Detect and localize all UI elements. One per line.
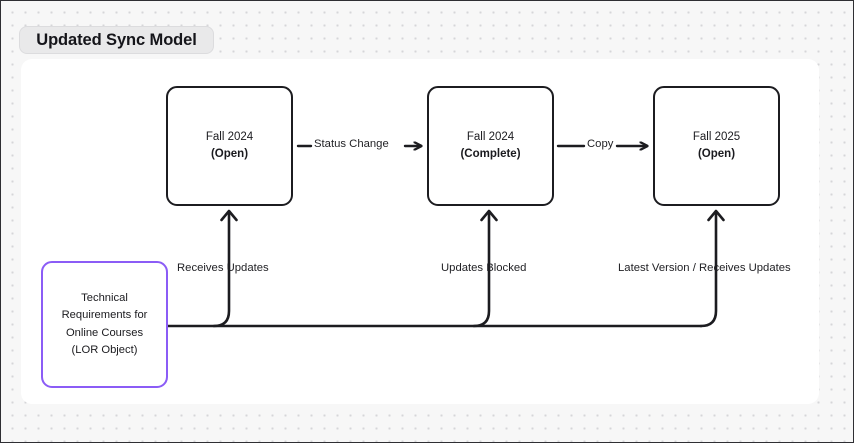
edge-label-updates-blocked: Updates Blocked [441, 262, 527, 274]
edge-label-copy: Copy [587, 138, 614, 150]
edge-label-latest-version: Latest Version / Receives Updates [618, 262, 791, 274]
node-status: (Open) [697, 148, 736, 160]
page-title-label: Updated Sync Model [36, 30, 197, 49]
node-title: Fall 2024 [466, 131, 515, 143]
node-title: Fall 2024 [205, 131, 254, 143]
node-fall2024-open[interactable]: Fall 2024 (Open) [166, 86, 293, 206]
node-status: (Complete) [460, 148, 521, 160]
page-title: Updated Sync Model [19, 26, 214, 54]
node-status: (Open) [210, 148, 249, 160]
edge-label-receives-updates: Receives Updates [177, 262, 269, 274]
node-lor-line-3: Online Courses [65, 326, 144, 339]
node-lor-line-2: Requirements for [61, 309, 148, 321]
node-lor-line-1: Technical [81, 291, 128, 304]
node-fall2024-complete[interactable]: Fall 2024 (Complete) [427, 86, 554, 206]
node-title: Fall 2025 [692, 131, 741, 143]
edge-label-status-change: Status Change [314, 138, 389, 150]
node-lor-line-4: (LOR Object) [71, 344, 138, 356]
node-lor-object[interactable]: Technical Requirements for Online Course… [41, 261, 168, 388]
node-fall2025-open[interactable]: Fall 2025 (Open) [653, 86, 780, 206]
